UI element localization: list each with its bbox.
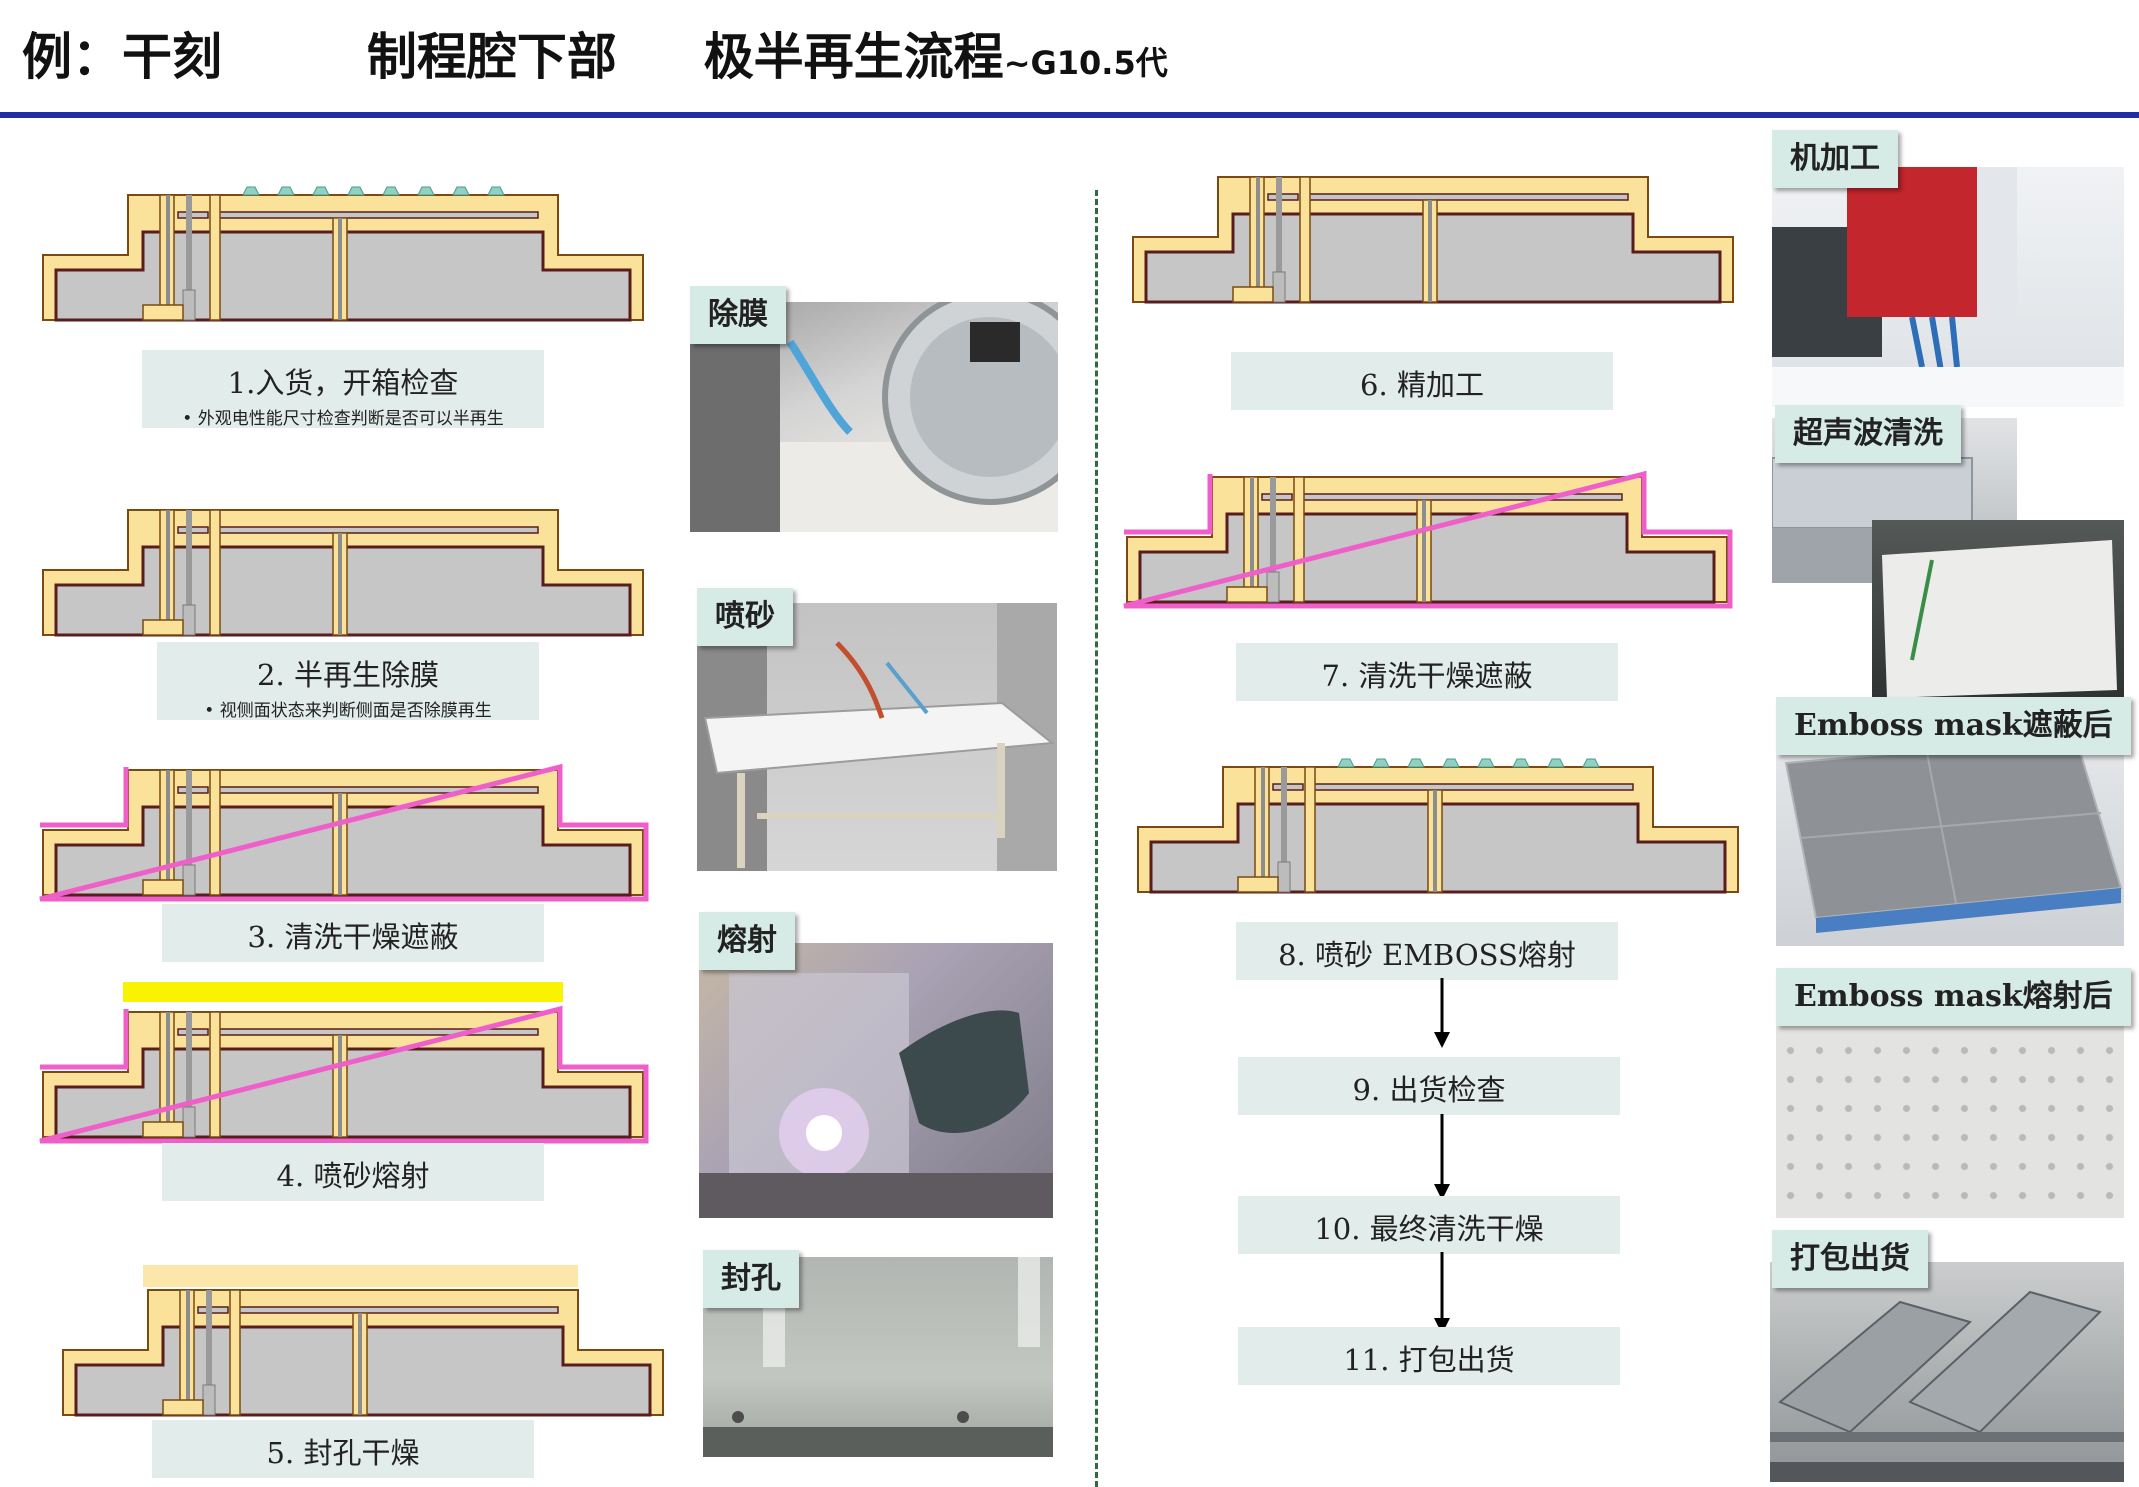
thermal-spray-photo [699,943,1053,1218]
step-4-cross-section [38,982,658,1125]
step-5-cross-section [61,1265,665,1417]
step-10-label: 最终清洗干燥 [1369,1212,1544,1246]
title-part-2: 制程腔下部 [366,28,617,86]
step-8-number: 8. [1278,938,1306,972]
step-1-note: • 外观电性能尺寸检查判断是否可以半再生 [182,409,504,429]
step-9-label: 出货检查 [1389,1073,1506,1107]
emboss-mask-after-masking-photo [1776,728,2124,946]
step-2-cross-section [41,508,645,637]
column-divider [1095,190,1098,1487]
spray-robot-icon [699,973,1053,1218]
arrow-down-icon [1434,1252,1450,1334]
spray-layer [123,982,563,1002]
step-2-caption: 2. 半再生除膜 • 视侧面状态来判断侧面是否除膜再生 [157,642,539,721]
step-5-caption: 5. 封孔干燥 [152,1420,534,1478]
step-6-label: 精加工 [1396,368,1484,402]
sandblast-table-icon [697,603,1057,871]
step-2-label: 半再生除膜 [293,658,439,692]
packed-plates-rack-icon [1770,1290,2124,1482]
arrow-down-icon [1434,978,1450,1048]
step-3-caption: 3. 清洗干燥遮蔽 [162,904,544,962]
step-11-number: 11. [1343,1343,1390,1377]
step-1-number: 1. [227,366,256,400]
photo-tag-machining: 机加工 [1772,130,1898,188]
step-4-label: 喷砂熔射 [313,1159,430,1193]
photo-tag-sandblast: 喷砂 [697,588,793,646]
photo-tag-film-removal: 除膜 [690,286,786,344]
sealing-surface-photo [703,1257,1053,1457]
step-10-number: 10. [1314,1212,1361,1246]
step-9-number: 9. [1352,1073,1381,1107]
step-1-cross-section [41,186,645,322]
photo-tag-emboss-sprayed: Emboss mask熔射后 [1776,968,2131,1026]
step-3-cross-section [38,765,658,905]
step-3-label: 清洗干燥遮蔽 [284,920,459,954]
packing-shipment-photo [1770,1262,2124,1482]
step-7-number: 7. [1321,659,1350,693]
step-8-caption: 8. 喷砂 EMBOSS熔射 [1236,922,1618,980]
step-6-caption: 6. 精加工 [1231,352,1613,410]
step-1-caption: 1.入货，开箱检查 • 外观电性能尺寸检查判断是否可以半再生 [142,350,544,429]
header-rule [0,112,2139,118]
sealed-plate-icon [703,1257,1053,1457]
step-7-cross-section [1122,472,1742,612]
cnc-spindle-icon [1772,167,2124,407]
step-7-caption: 7. 清洗干燥遮蔽 [1236,643,1618,701]
step-8-label: 喷砂 EMBOSS熔射 [1314,938,1576,972]
sandblasting-table-photo [697,603,1057,871]
title-part-3: 极半再生流程 [703,28,1004,86]
step-2-number: 2. [257,658,285,692]
step-3-number: 3. [247,920,276,954]
machining-photo [1772,167,2124,407]
page-title: 例：干刻 制程腔下部 极半再生流程~G10.5代 [22,22,1168,92]
title-suffix: ~G10.5代 [1003,44,1168,82]
photo-tag-emboss-masked: Emboss mask遮蔽后 [1776,697,2131,755]
step-11-caption: 11. 打包出货 [1238,1327,1620,1385]
masked-plate-icon [1784,736,2123,933]
step-9-caption: 9. 出货检查 [1238,1057,1620,1115]
photo-tag-ultrasonic: 超声波清洗 [1775,405,1961,463]
cloth-covered-plate-icon [1882,540,2117,698]
arrow-down-icon [1434,1114,1450,1200]
step-5-number: 5. [266,1436,295,1470]
step-1-label: 入货，开箱检查 [255,366,459,400]
photo-tag-sealing: 封孔 [703,1250,799,1308]
ultrasonic-cleaning-photo-2 [1872,520,2124,702]
step-7-label: 清洗干燥遮蔽 [1358,659,1533,693]
step-6-cross-section [1131,175,1735,304]
title-part-1: 例：干刻 [22,28,222,86]
step-8-cross-section [1136,758,1740,894]
photo-tag-packing: 打包出货 [1772,1230,1928,1288]
step-4-caption: 4. 喷砂熔射 [162,1143,544,1201]
step-4-number: 4. [276,1159,305,1193]
step-10-caption: 10. 最终清洗干燥 [1238,1196,1620,1254]
step-6-number: 6. [1360,368,1388,402]
photo-tag-thermal-spray: 熔射 [699,912,795,970]
step-2-note: • 视侧面状态来判断侧面是否除膜再生 [204,701,492,721]
step-11-label: 打包出货 [1398,1343,1515,1377]
step-5-label: 封孔干燥 [303,1436,420,1470]
